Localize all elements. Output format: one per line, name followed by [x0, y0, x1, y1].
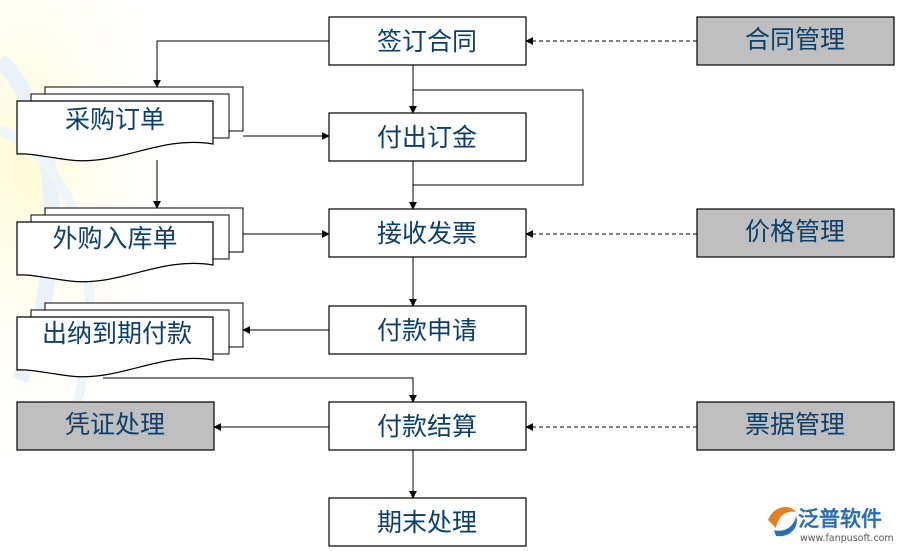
module-price-management-label: 价格管理 — [745, 217, 845, 246]
doc-cashier-due-payment: 出纳到期付款 — [16, 302, 244, 378]
connectors — [103, 40, 584, 499]
module-price-management: 价格管理 — [696, 208, 895, 258]
voucher-processing: 凭证处理 — [16, 401, 215, 451]
step-sign-contract: 签订合同 — [328, 16, 527, 66]
logo-name: 泛普软件 — [798, 507, 882, 531]
module-bill-management-label: 票据管理 — [745, 410, 845, 439]
doc-warehouse-receipt: 外购入库单 — [16, 207, 244, 283]
logo-url: www.fanpusoft.com — [800, 533, 894, 544]
connector-cashier-to-settlement — [103, 377, 417, 403]
doc-purchase-order-label: 采购订单 — [65, 105, 165, 134]
connector-contract-to-order — [153, 40, 329, 88]
step-pay-deposit: 付出订金 — [328, 112, 527, 162]
step-payment-settlement: 付款结算 — [328, 401, 527, 451]
doc-warehouse-receipt-label: 外购入库单 — [52, 224, 177, 253]
voucher-processing-label: 凭证处理 — [65, 410, 165, 439]
dashed-connectors — [525, 37, 697, 431]
step-receive-invoice: 接收发票 — [328, 208, 527, 258]
module-contract-management: 合同管理 — [696, 16, 895, 66]
step-payment-settlement-label: 付款结算 — [377, 412, 477, 441]
fanpu-logo-icon — [768, 507, 797, 537]
module-bill-management: 票据管理 — [696, 401, 895, 451]
step-sign-contract-label: 签订合同 — [377, 27, 477, 56]
fanpu-logo: 泛普软件 www.fanpusoft.com — [768, 507, 894, 544]
step-period-end: 期末处理 — [328, 497, 527, 547]
step-period-end-label: 期末处理 — [377, 508, 477, 537]
step-payment-request-label: 付款申请 — [377, 316, 477, 345]
step-pay-deposit-label: 付出订金 — [377, 123, 477, 152]
module-contract-management-label: 合同管理 — [745, 25, 845, 54]
doc-purchase-order: 采购订单 — [16, 86, 244, 162]
step-payment-request: 付款申请 — [328, 305, 527, 355]
connector-bypass-loop — [413, 89, 584, 186]
step-receive-invoice-label: 接收发票 — [377, 219, 477, 248]
doc-cashier-due-payment-label: 出纳到期付款 — [42, 319, 192, 348]
